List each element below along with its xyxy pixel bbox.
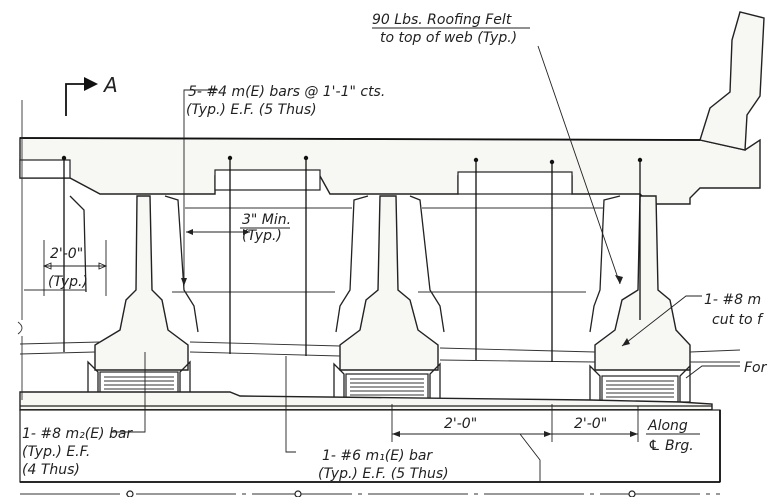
dim-bottom-left [391,404,553,442]
deck-slab [19,137,761,205]
leader-along-brg [519,433,541,482]
note-min-clear-1: 3" Min. [242,212,291,228]
note-m8-right-2: cut to f [712,312,764,328]
vertical-rebars [63,158,641,362]
note-along-brg-1: Along [647,418,688,434]
bearing-3 [589,364,691,403]
section-letter: A [102,73,118,97]
note-m2-bar-3: (4 Thus) [22,462,80,478]
dim-label-left: 2'-0" [444,416,477,432]
note-roofing-felt-2: to top of web (Typ.) [380,30,517,46]
note-m-e-bars-1: 5- #4 m(E) bars @ 1'-1" cts. [188,84,385,100]
note-spacing-typ-1: 2'-0" [50,246,83,262]
girder-1 [94,195,189,371]
note-along-brg-2: ℄ Brg. [648,438,694,454]
note-m-e-bars-2: (Typ.) E.F. (5 Thus) [186,102,317,118]
girder-2 [339,195,439,371]
barrier [699,11,765,151]
dim-bottom-right [552,406,639,442]
note-for: For [744,360,768,376]
note-roofing-felt-1: 90 Lbs. Roofing Felt [372,12,512,28]
leader-m2-bar [112,352,146,433]
leader-m-e-bars [183,89,218,286]
dim-2ft-typ [42,240,108,296]
section-cut-marker [65,77,98,116]
note-m2-bar-1: 1- #8 m₂(E) bar [22,426,133,442]
leader-m1-bar [285,356,296,453]
note-m1-bar-2: (Typ.) E.F. (5 Thus) [318,466,449,482]
note-spacing-typ-2: (Typ.) [48,274,88,290]
note-m2-bar-2: (Typ.) E.F. [22,444,90,460]
leader-roofing-felt [537,45,621,285]
note-m1-bar-1: 1- #6 m₁(E) bar [322,448,433,464]
dim-label-right: 2'-0" [574,416,607,432]
leader-m8-right [621,295,702,347]
note-min-clear-2: (Typ.) [242,228,282,244]
girder-3 [594,195,691,371]
bearing-2 [333,362,441,401]
leader-for [685,365,740,379]
note-m8-right-1: 1- #8 m [704,292,761,308]
